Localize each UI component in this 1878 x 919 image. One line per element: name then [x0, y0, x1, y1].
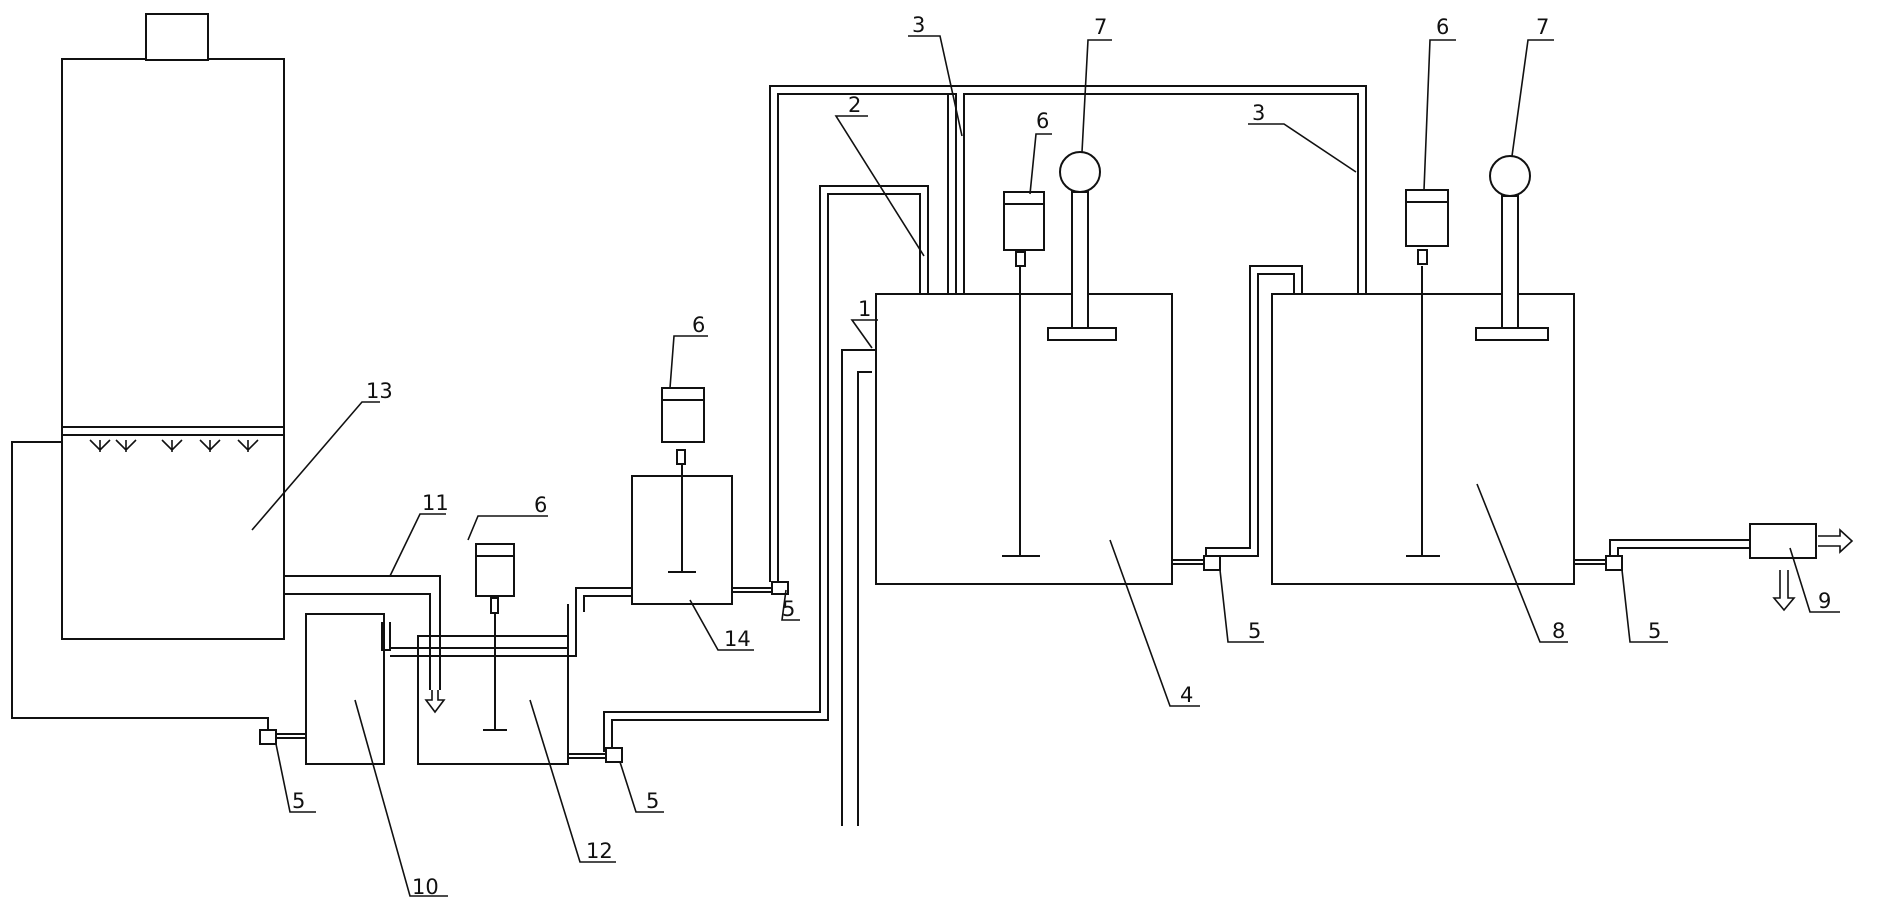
- label-3-left: 3: [912, 13, 925, 37]
- pump-5-tank-8: [1605, 555, 1623, 571]
- label-14: 14: [724, 627, 751, 651]
- label-5-tank12: 5: [646, 789, 659, 813]
- pipe-1: [841, 294, 877, 826]
- outlet-arrow-icon: [1818, 528, 1854, 554]
- label-4: 4: [1180, 683, 1193, 707]
- label-7-tank4: 7: [1094, 15, 1107, 39]
- drain-arrow-icon: [1772, 570, 1796, 612]
- dosing-6-tank-4: [1003, 191, 1045, 251]
- pump-5-tank-14: [771, 581, 789, 595]
- label-3-right: 3: [1252, 101, 1265, 125]
- separator-9: [1749, 523, 1817, 559]
- motor-7-tank-4: [1059, 151, 1101, 193]
- label-6-tank12: 6: [534, 493, 547, 517]
- label-6-tank4: 6: [1036, 109, 1049, 133]
- pipe-11: [381, 622, 391, 651]
- label-5-tank4: 5: [1248, 619, 1261, 643]
- label-2: 2: [848, 93, 861, 117]
- label-7-tank8: 7: [1536, 15, 1549, 39]
- scrubber-tower-13: [61, 13, 285, 640]
- label-9: 9: [1818, 589, 1831, 613]
- pump-5-tank-4: [1203, 555, 1221, 571]
- tank-10: [305, 613, 385, 765]
- pipe-3-loop: [769, 85, 1367, 582]
- pipe-2: [603, 185, 929, 752]
- tank-4: [875, 293, 1173, 585]
- pump-5-tank-12: [605, 747, 623, 763]
- chimney: [145, 13, 209, 61]
- label-5-tank8: 5: [1648, 619, 1661, 643]
- label-5-tank10: 5: [292, 789, 305, 813]
- dosing-6-tank-14: [661, 387, 705, 443]
- label-5-tank14: 5: [782, 597, 795, 621]
- motor-7-tank-8: [1489, 155, 1531, 197]
- label-6-tank14: 6: [692, 313, 705, 337]
- label-8: 8: [1552, 619, 1565, 643]
- dosing-6-tank-12: [475, 543, 515, 597]
- label-6-tank8: 6: [1436, 15, 1449, 39]
- pump-5-tank-10: [259, 729, 277, 745]
- dosing-6-tank-8: [1405, 189, 1449, 247]
- label-11: 11: [422, 491, 449, 515]
- spray-nozzles: [89, 439, 259, 452]
- label-1: 1: [858, 297, 871, 321]
- tank-12: [417, 635, 569, 765]
- label-10: 10: [412, 875, 439, 899]
- label-13: 13: [366, 379, 393, 403]
- down-arrow-icon: [424, 690, 446, 714]
- label-12: 12: [586, 839, 613, 863]
